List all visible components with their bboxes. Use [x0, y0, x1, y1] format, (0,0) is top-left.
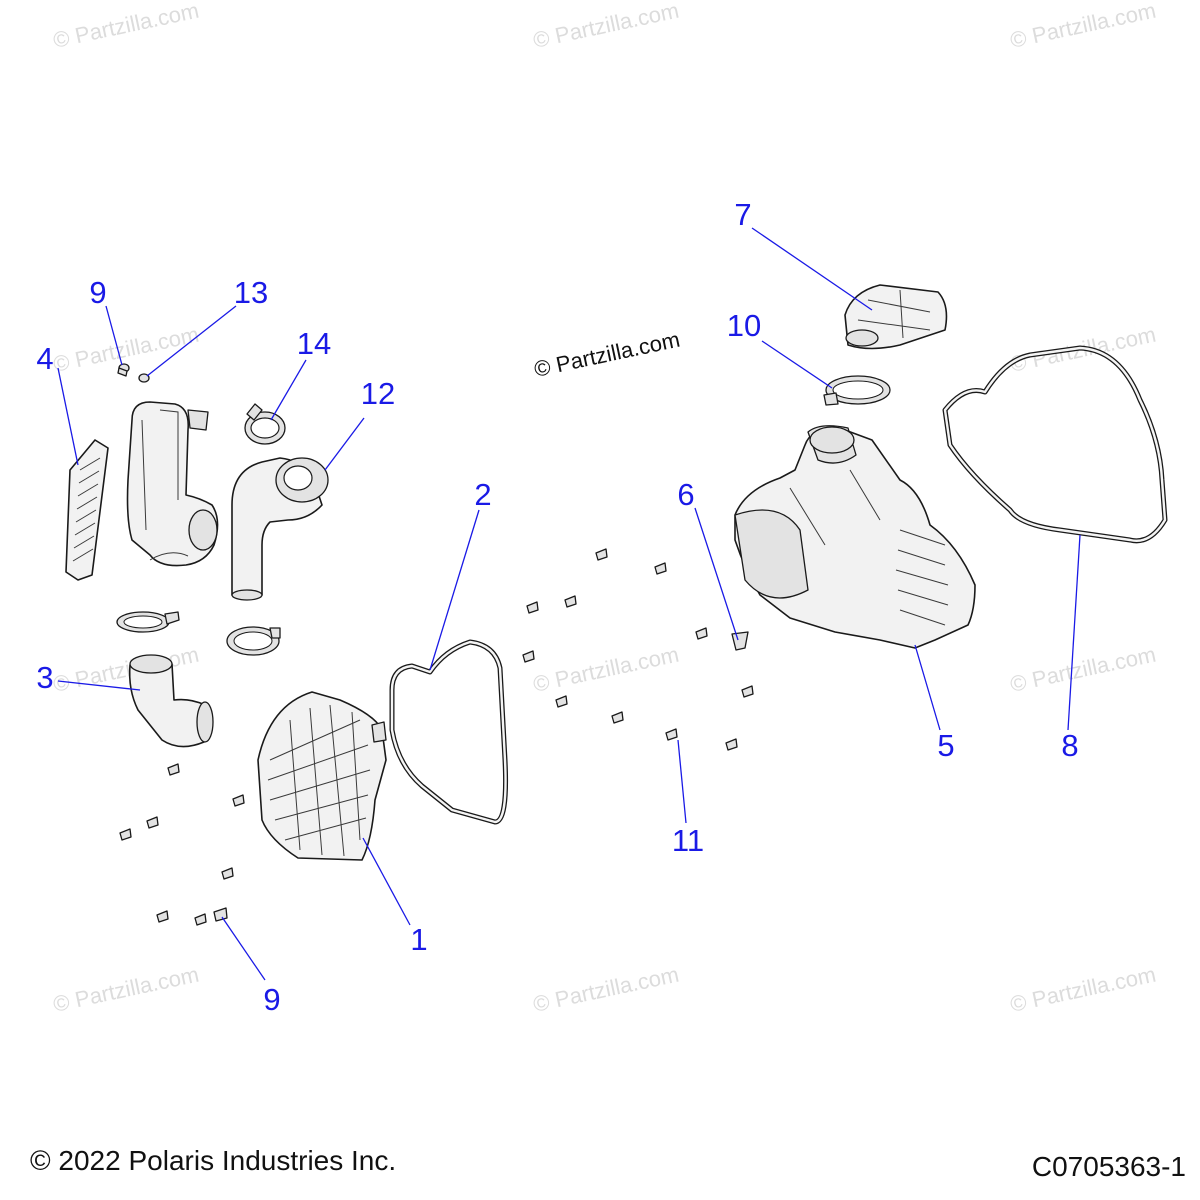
watermark-text: © Partzilla.com: [531, 642, 681, 697]
leader-9a: [105, 305, 123, 366]
part-10-clamp: [823, 375, 891, 406]
part-2-gasket: [389, 639, 509, 825]
watermark-text: © Partzilla.com: [51, 962, 201, 1017]
callout-3: 3: [36, 660, 53, 695]
part-upper-intake-duct: [126, 401, 219, 567]
part-7-outlet-duct: [844, 284, 948, 350]
leader-7: [751, 227, 873, 311]
watermark-text: © Partzilla.com: [1008, 0, 1158, 53]
part-13-washer: [138, 373, 150, 383]
callout-labels: 1 2 3 4 5 6 7 8 9 9 10 11 12 13 14: [36, 197, 1078, 1017]
part-3-elbow: [128, 654, 214, 748]
watermark-text: © Partzilla.com: [1008, 962, 1158, 1017]
watermark-text: © Partzilla.com: [531, 962, 681, 1017]
callout-12: 12: [361, 376, 395, 411]
part-4-grille: [65, 439, 109, 581]
leader-11: [677, 739, 687, 824]
watermark-text: © Partzilla.com: [1008, 642, 1158, 697]
callout-14: 14: [297, 326, 331, 361]
figure-id: C0705363-1: [1032, 1151, 1186, 1182]
part-12-elbow-hose: [231, 457, 329, 601]
part-5-airbox-housing: [734, 425, 976, 649]
leader-9b: [221, 916, 266, 981]
leader-8: [1067, 534, 1081, 731]
callout-1: 1: [410, 922, 427, 957]
screws-left-group: [119, 763, 245, 926]
leader-6: [694, 507, 739, 641]
leader-12: [324, 417, 365, 471]
part-8-seal: [942, 345, 1168, 544]
callout-5: 5: [937, 728, 954, 763]
callout-13: 13: [234, 275, 268, 310]
part-11-screws: [522, 548, 754, 751]
callout-11: 11: [672, 823, 704, 858]
leader-14: [270, 359, 307, 421]
watermark-text-center: © Partzilla.com: [532, 327, 682, 382]
callout-leaders: [57, 227, 1081, 981]
callout-4: 4: [36, 341, 53, 376]
clamp-left: [116, 611, 180, 633]
leader-13: [146, 305, 237, 377]
leader-2: [429, 509, 480, 671]
callout-9-upper: 9: [89, 275, 106, 310]
clamp-right: [226, 626, 281, 656]
part-6-drain-valve: [731, 631, 749, 651]
part-1-airbox-lid: [257, 691, 387, 861]
leader-1: [362, 837, 411, 926]
copyright-text: © 2022 Polaris Industries Inc.: [30, 1145, 396, 1176]
callout-6: 6: [677, 477, 694, 512]
watermark-text: © Partzilla.com: [531, 0, 681, 53]
callout-7: 7: [734, 197, 751, 232]
leader-10: [761, 340, 833, 389]
callout-8: 8: [1061, 728, 1078, 763]
callout-10: 10: [727, 308, 761, 343]
callout-9-lower: 9: [263, 982, 280, 1017]
part-14-clamp: [244, 403, 286, 445]
leader-5: [914, 644, 941, 731]
watermark-text: © Partzilla.com: [51, 0, 201, 53]
callout-2: 2: [474, 477, 491, 512]
part-9-screw-upper: [117, 363, 130, 377]
leader-3: [57, 680, 141, 691]
watermark-layer: © Partzilla.com © Partzilla.com © Partzi…: [51, 0, 1158, 1017]
leader-4: [57, 367, 79, 466]
